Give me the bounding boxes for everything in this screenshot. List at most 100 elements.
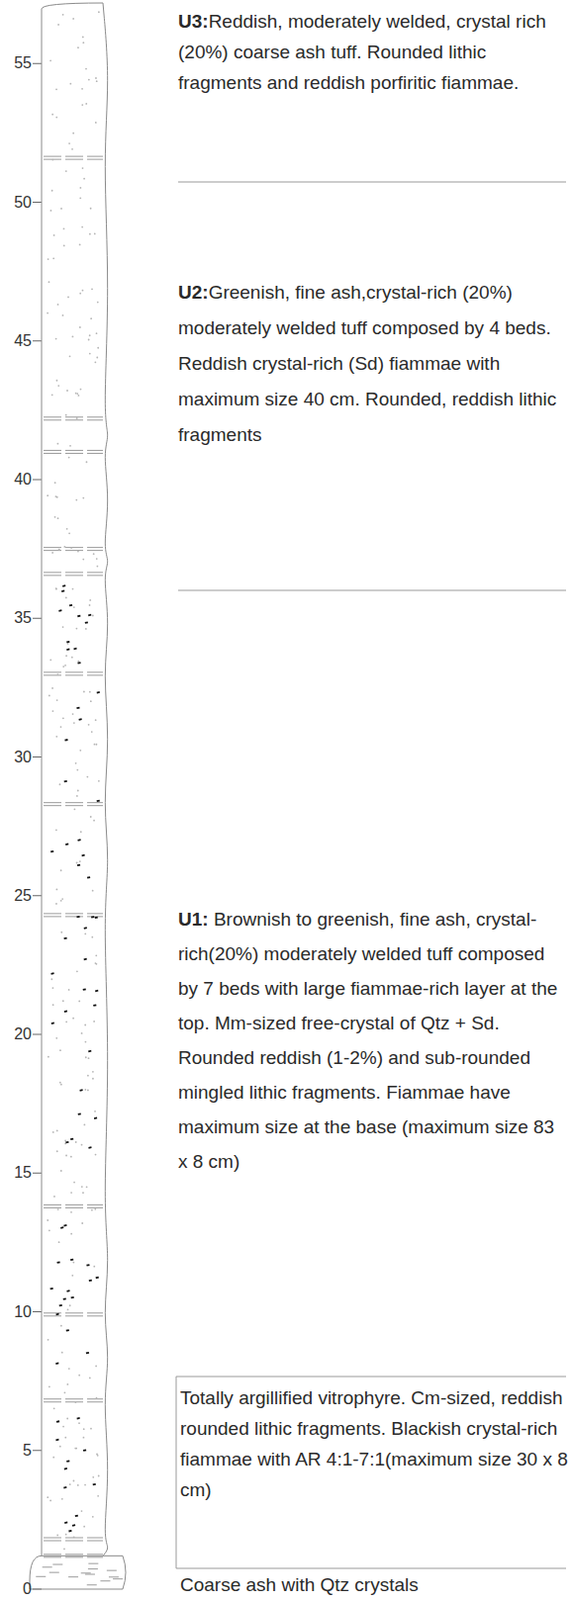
fiamma-mark — [96, 691, 100, 694]
ash-dot — [48, 695, 51, 698]
axis-tick — [32, 1035, 42, 1037]
fiamma-mark — [84, 927, 88, 930]
ash-dot — [82, 289, 85, 292]
ash-dot — [59, 1446, 62, 1449]
ash-dot — [61, 1499, 64, 1502]
fiamma-mark — [83, 988, 87, 991]
ash-dot — [60, 1084, 63, 1087]
base-texture — [88, 1564, 98, 1566]
ash-dot — [55, 1038, 58, 1041]
bed-boundary — [65, 805, 84, 807]
ash-dot — [95, 954, 97, 957]
fiamma-mark — [55, 1363, 59, 1366]
ash-dot — [77, 661, 80, 664]
ash-dot — [66, 1419, 69, 1422]
ash-dot — [81, 1511, 84, 1514]
ash-dot — [82, 36, 85, 39]
ash-dot — [46, 494, 49, 497]
ash-dot — [93, 820, 96, 823]
ash-dot — [65, 1021, 68, 1024]
bed-boundary — [65, 1541, 84, 1543]
ash-dot — [54, 481, 57, 484]
ash-dot — [52, 257, 55, 260]
axis-tick — [32, 895, 42, 897]
bed-boundary — [65, 913, 84, 915]
ash-dot — [55, 889, 58, 892]
ash-dot — [64, 665, 67, 668]
ash-dot — [89, 1378, 92, 1381]
bed-boundary — [87, 453, 103, 455]
ash-dot — [93, 1266, 96, 1269]
ash-dot — [47, 1339, 50, 1342]
ash-dot — [82, 497, 85, 500]
ash-dot — [51, 113, 54, 116]
fiamma-mark — [77, 615, 81, 618]
ash-dot — [89, 334, 92, 337]
ash-dot — [65, 170, 68, 173]
bed-boundary — [65, 159, 84, 161]
axis-tick — [32, 618, 42, 620]
ash-dot — [53, 234, 56, 237]
bed-boundary — [65, 916, 84, 918]
ash-dot — [74, 1448, 77, 1451]
bed-boundary — [65, 156, 84, 158]
bed-boundary — [87, 159, 103, 161]
ash-dot — [63, 245, 66, 248]
ash-dot — [92, 615, 95, 618]
bed-boundary — [87, 574, 103, 576]
base-texture — [35, 1577, 46, 1579]
ash-dot — [88, 1057, 91, 1060]
bed-boundary — [65, 1402, 84, 1404]
ash-dot — [57, 1209, 60, 1212]
axis-number: 25 — [1, 887, 32, 906]
ash-dot — [62, 666, 65, 668]
ash-dot — [70, 1192, 73, 1195]
ash-dot — [55, 829, 58, 832]
ash-dot — [55, 903, 58, 906]
unit-description: U1: Brownish to greenish, fine ash, crys… — [178, 902, 567, 1180]
ash-dot — [92, 1477, 95, 1480]
ash-dot — [95, 77, 97, 80]
ash-dot — [54, 516, 57, 519]
axis-tick — [32, 479, 42, 481]
ash-dot — [75, 762, 78, 765]
bed-boundary — [65, 1208, 84, 1210]
ash-dot — [89, 599, 92, 602]
ash-dot — [51, 687, 54, 690]
bed-boundary — [65, 572, 84, 573]
ash-dot — [92, 890, 95, 893]
fiamma-mark — [56, 1314, 60, 1317]
ash-dot — [60, 900, 63, 903]
bed-boundary — [65, 547, 84, 549]
bed-boundary — [87, 916, 103, 918]
bed-boundary — [43, 674, 62, 676]
ash-dot — [76, 392, 79, 395]
ash-dot — [62, 13, 65, 16]
bed-boundary — [87, 1541, 103, 1543]
ash-dot — [55, 116, 58, 119]
ash-dot — [95, 332, 98, 335]
fiamma-mark — [62, 584, 66, 587]
ash-dot — [72, 713, 75, 716]
column-log — [29, 2, 126, 1591]
ash-dot — [81, 103, 84, 106]
ash-dot — [83, 1437, 86, 1440]
bed-boundary — [43, 416, 62, 418]
ash-dot — [79, 860, 82, 863]
ash-dot — [68, 1368, 71, 1371]
ash-dot — [82, 41, 85, 44]
ash-dot — [95, 1154, 97, 1157]
ash-dot — [92, 1071, 95, 1074]
ash-dot — [56, 1150, 59, 1153]
ash-dot — [77, 551, 80, 554]
ash-dot — [72, 335, 75, 338]
ash-dot — [79, 326, 82, 329]
fiamma-mark — [95, 1277, 99, 1280]
fiamma-mark — [71, 1297, 75, 1300]
ash-dot — [46, 1497, 49, 1500]
ash-dot — [73, 722, 76, 725]
ash-dot — [72, 132, 75, 135]
fiamma-mark — [79, 718, 83, 721]
ash-dot — [56, 380, 59, 382]
